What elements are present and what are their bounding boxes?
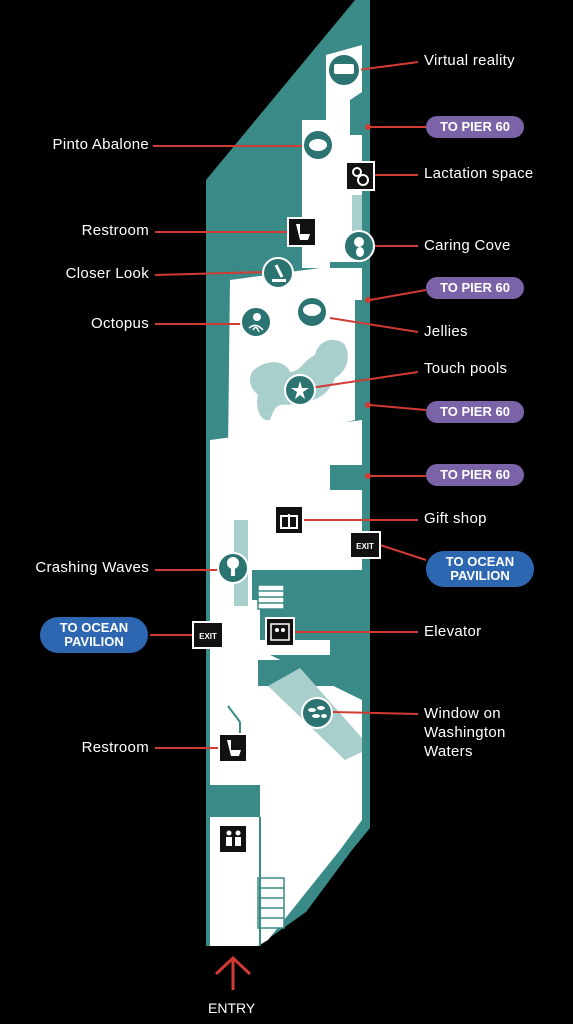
entry-arrow-icon <box>214 955 252 990</box>
label-pinto-abalone: Pinto Abalone <box>52 136 149 153</box>
lactation-icon[interactable] <box>345 161 375 191</box>
exit-sign-icon[interactable]: EXIT <box>192 621 224 649</box>
gift-icon[interactable] <box>274 505 304 535</box>
label-restroom-lower: Restroom <box>81 739 149 756</box>
label-elevator: Elevator <box>424 623 482 640</box>
jellyfish-icon[interactable] <box>296 296 328 328</box>
exit-sign-icon[interactable]: EXIT <box>349 531 381 559</box>
exit-sign-text: EXIT <box>199 632 217 641</box>
label-lactation-space: Lactation space <box>424 165 534 182</box>
label-caring-cove: Caring Cove <box>424 237 511 254</box>
caring-cove-icon[interactable] <box>343 230 375 262</box>
to-pier-60-button[interactable]: TO PIER 60 <box>426 116 524 138</box>
ocean-pavilion-line1: TO OCEAN <box>445 554 515 569</box>
label-window-line1: Window on <box>424 705 501 722</box>
exit-sign-text: EXIT <box>356 542 374 551</box>
ocean-pavilion-line2: PAVILION <box>450 568 510 583</box>
label-octopus: Octopus <box>91 315 149 332</box>
to-ocean-pavilion-button[interactable]: TO OCEAN PAVILION <box>426 551 534 587</box>
microscope-icon[interactable] <box>262 257 294 289</box>
abalone-icon[interactable] <box>302 129 334 161</box>
stairs <box>257 584 285 929</box>
to-pier-60-button[interactable]: TO PIER 60 <box>426 401 524 423</box>
label-jellies: Jellies <box>424 323 468 340</box>
family-restroom-icon[interactable] <box>218 824 248 854</box>
entry-label: ENTRY <box>208 1000 256 1016</box>
label-restroom-upper: Restroom <box>81 222 149 239</box>
to-pier-60-button[interactable]: TO PIER 60 <box>426 277 524 299</box>
wall-blocks <box>206 660 362 817</box>
label-virtual-reality: Virtual reality <box>424 52 515 69</box>
vr-headset-icon[interactable] <box>327 53 361 87</box>
fish-school-icon[interactable] <box>301 697 333 729</box>
leader-lines <box>150 61 427 749</box>
to-pier-60-button[interactable]: TO PIER 60 <box>426 464 524 486</box>
label-touch-pools: Touch pools <box>424 360 508 377</box>
pier-dots <box>365 124 371 479</box>
label-window-line3: Waters <box>424 743 473 760</box>
octopus-icon[interactable] <box>240 306 272 338</box>
label-closer-look: Closer Look <box>65 265 149 282</box>
ocean-pavilion-line2: PAVILION <box>64 634 124 649</box>
restroom-icon[interactable] <box>287 217 317 247</box>
elevator-icon[interactable] <box>265 617 295 647</box>
label-gift-shop: Gift shop <box>424 510 487 527</box>
starfish-icon[interactable] <box>284 374 316 406</box>
ocean-pavilion-line1: TO OCEAN <box>59 620 129 635</box>
label-window-line2: Washington <box>424 724 506 741</box>
restroom-icon[interactable] <box>218 733 248 763</box>
label-crashing-waves: Crashing Waves <box>35 559 149 576</box>
to-ocean-pavilion-button[interactable]: TO OCEAN PAVILION <box>40 617 148 653</box>
palm-wave-icon[interactable] <box>217 552 249 584</box>
